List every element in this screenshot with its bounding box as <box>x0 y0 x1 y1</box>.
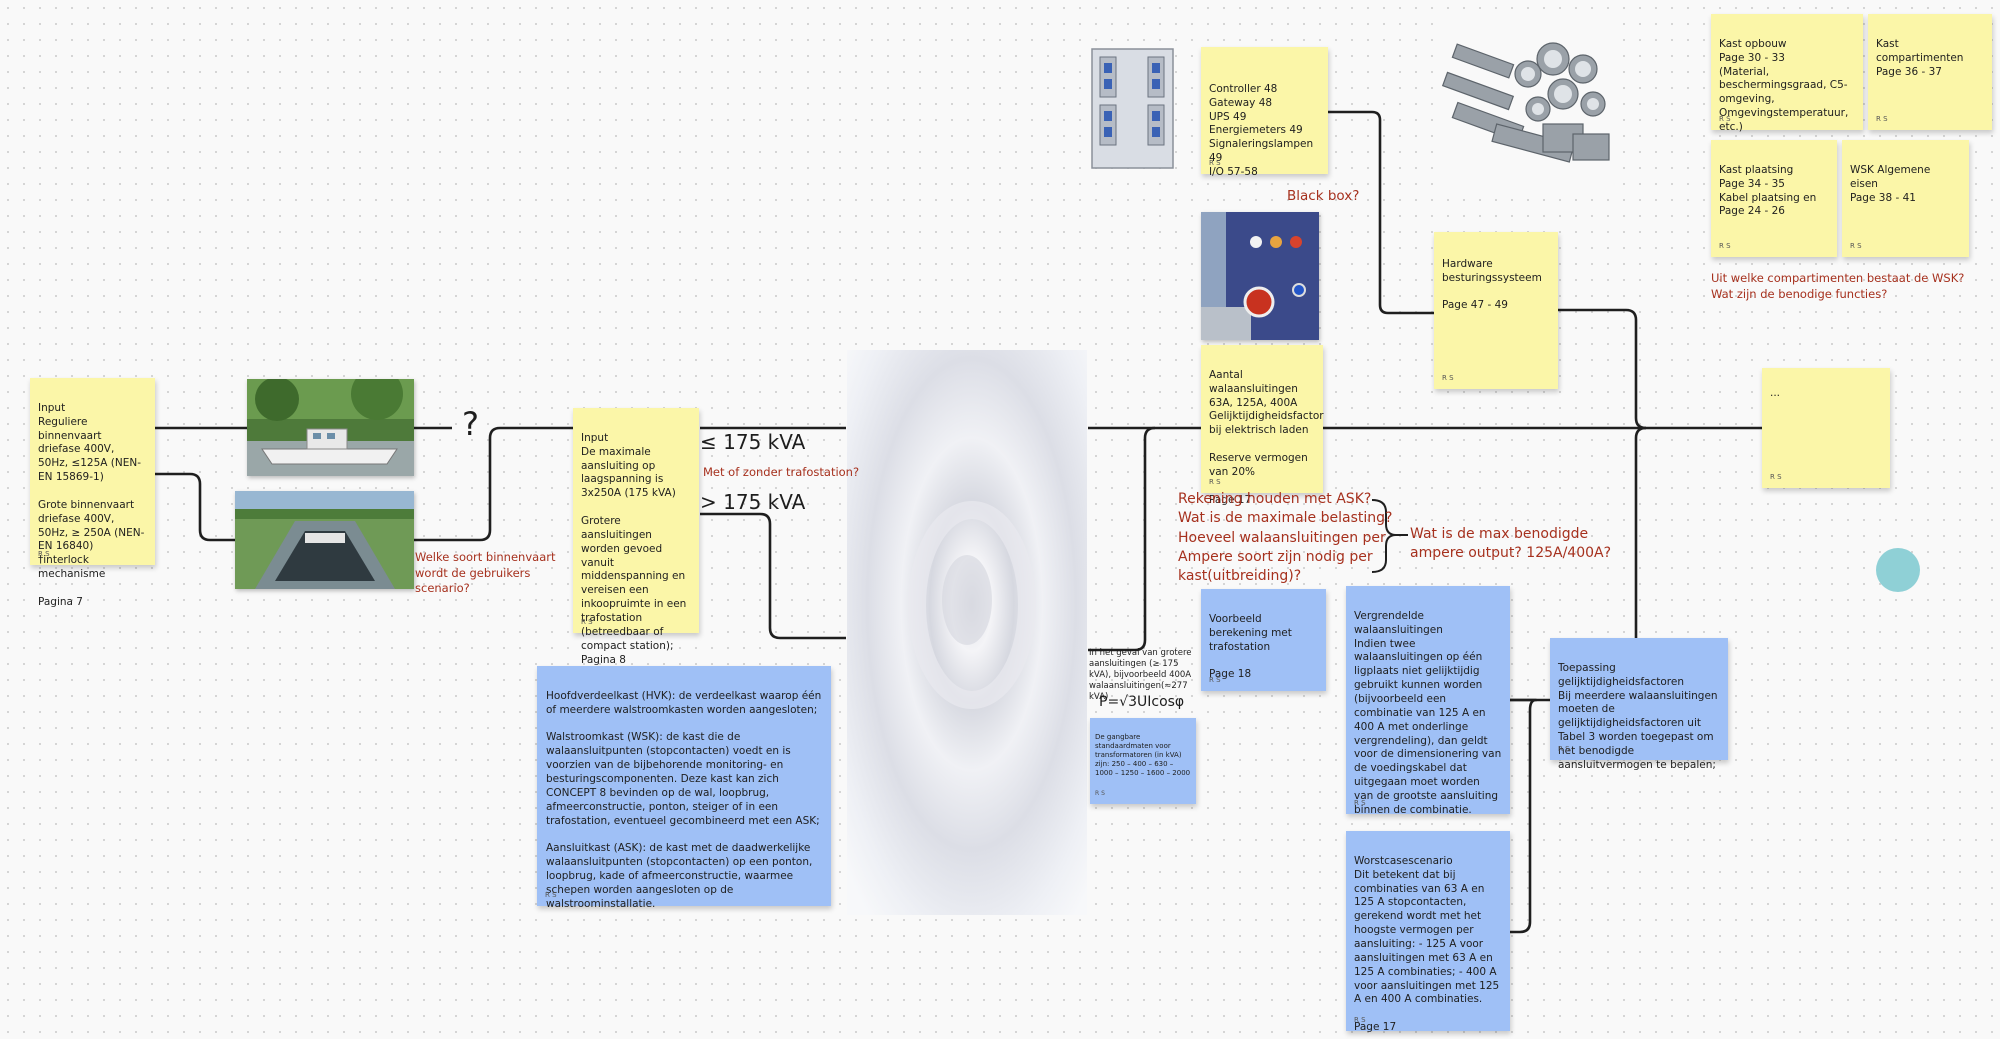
note-author: R S <box>1095 790 1105 798</box>
barge-lock-photo[interactable] <box>235 491 414 589</box>
note-author: R S <box>1209 675 1221 684</box>
le-175-kva-label: ≤ 175 kVA <box>700 430 806 454</box>
red-text-max-ampere: Wat is de max benodigde ampere output? 1… <box>1410 526 1612 562</box>
note-author: R S <box>545 890 557 899</box>
note-aantal-walaansluitingen[interactable]: Aantal walaansluitingen 63A, 125A, 400A … <box>1201 345 1324 506</box>
note-text: Hardware besturingssysteem Page 47 - 49 <box>1442 257 1542 312</box>
red-text-compartimenten: Uit welke compartimenten bestaat de WSK?… <box>1711 271 1965 301</box>
canal-boat-photo[interactable] <box>247 379 414 476</box>
note-text: Kast opbouw Page 30 - 33 (Material, besc… <box>1719 37 1849 134</box>
red-text-black-box: Black box? <box>1287 188 1360 204</box>
note-kast-plaatsing[interactable]: Kast plaatsing Page 34 - 35 Kabel plaats… <box>1711 140 1837 257</box>
formula-label: P=√3UIcosφ <box>1099 694 1185 710</box>
note-gangbare-standaardmaten[interactable]: De gangbare standaardmaten voor transfor… <box>1090 718 1196 804</box>
note-author: R S <box>581 617 593 626</box>
note-text: Input De maximale aansluiting op laagspa… <box>581 431 687 666</box>
note-ellipsis[interactable]: ... R S <box>1762 368 1890 488</box>
note-author: R S <box>1442 373 1454 382</box>
note-voorbeeld-berekening[interactable]: Voorbeeld berekening met trafostation Pa… <box>1201 589 1326 691</box>
note-text: Toepassing gelijktijdigheidsfactoren Bij… <box>1558 661 1718 771</box>
note-vergrendelde[interactable]: Vergrendelde walaansluitingen Indien twe… <box>1346 586 1510 844</box>
red-text-met-of-zonder: Met of zonder trafostation? <box>703 465 860 479</box>
note-input-mid[interactable]: Input De maximale aansluiting op laagspa… <box>573 408 699 666</box>
red-text-welke-soort: Welke soort binnenvaart wordt de gebruik… <box>415 550 556 596</box>
teal-circle-shape[interactable] <box>1876 548 1920 592</box>
note-author: R S <box>1209 477 1221 486</box>
note-toepassing[interactable]: Toepassing gelijktijdigheidsfactoren Bij… <box>1550 638 1728 771</box>
note-text: Hoofdverdeelkast (HVK): de verdeelkast w… <box>546 689 822 910</box>
question-mark-label: ? <box>462 405 479 443</box>
note-author: R S <box>38 549 50 558</box>
spiral-image[interactable] <box>847 350 1087 915</box>
note-text: Vergrendelde walaansluitingen Indien twe… <box>1354 609 1502 844</box>
note-text: Kast plaatsing Page 34 - 35 Kabel plaats… <box>1719 163 1817 218</box>
note-author: R S <box>1719 241 1731 250</box>
note-definitions[interactable]: Hoofdverdeelkast (HVK): de verdeelkast w… <box>537 666 831 910</box>
note-text: Voorbeeld berekening met trafostation Pa… <box>1209 612 1292 681</box>
note-kast-opbouw[interactable]: Kast opbouw Page 30 - 33 (Material, besc… <box>1711 14 1863 134</box>
note-author: R S <box>1850 241 1862 250</box>
note-author: R S <box>1719 114 1731 123</box>
note-text: WSK Algemene eisen Page 38 - 41 <box>1850 163 1931 204</box>
note-text: Input Reguliere binnenvaart driefase 400… <box>38 401 145 608</box>
note-text: Worstcasescenario Dit betekent dat bij c… <box>1354 854 1500 1034</box>
note-text: ... <box>1770 386 1781 399</box>
note-hardware[interactable]: Hardware besturingssysteem Page 47 - 49 … <box>1434 232 1558 389</box>
control-cabinet-photo[interactable] <box>1090 47 1175 170</box>
note-author: R S <box>1876 114 1888 123</box>
note-author: R S <box>1354 798 1366 807</box>
note-text: De gangbare standaardmaten voor transfor… <box>1095 733 1191 778</box>
control-panel-photo[interactable] <box>1201 212 1319 340</box>
red-text-ask-questions: Rekening houden met ASK? Wat is de maxim… <box>1178 491 1393 585</box>
note-input-left[interactable]: Input Reguliere binnenvaart driefase 400… <box>30 378 155 608</box>
metal-profiles-photo[interactable] <box>1433 14 1615 189</box>
note-author: R S <box>1354 1015 1366 1024</box>
note-kast-compartimenten[interactable]: Kast compartimenten Page 36 - 37 R S <box>1868 14 1992 130</box>
note-text: Controller 48 Gateway 48 UPS 49 Energiem… <box>1209 82 1314 179</box>
note-worstcasescenario[interactable]: Worstcasescenario Dit betekent dat bij c… <box>1346 831 1510 1034</box>
note-text: Aantal walaansluitingen 63A, 125A, 400A … <box>1209 368 1324 506</box>
note-text: Kast compartimenten Page 36 - 37 <box>1876 37 1964 78</box>
groter-aansluitingen-text: In het geval van grotere aansluitingen (… <box>1089 648 1192 703</box>
note-controller[interactable]: Controller 48 Gateway 48 UPS 49 Energiem… <box>1201 47 1328 178</box>
note-author: R S <box>1770 472 1782 481</box>
note-author: R S <box>1558 744 1570 753</box>
gt-175-kva-label: > 175 kVA <box>700 490 806 514</box>
note-author: R S <box>1209 158 1221 167</box>
note-wsk-algemene-eisen[interactable]: WSK Algemene eisen Page 38 - 41 R S <box>1842 140 1969 257</box>
